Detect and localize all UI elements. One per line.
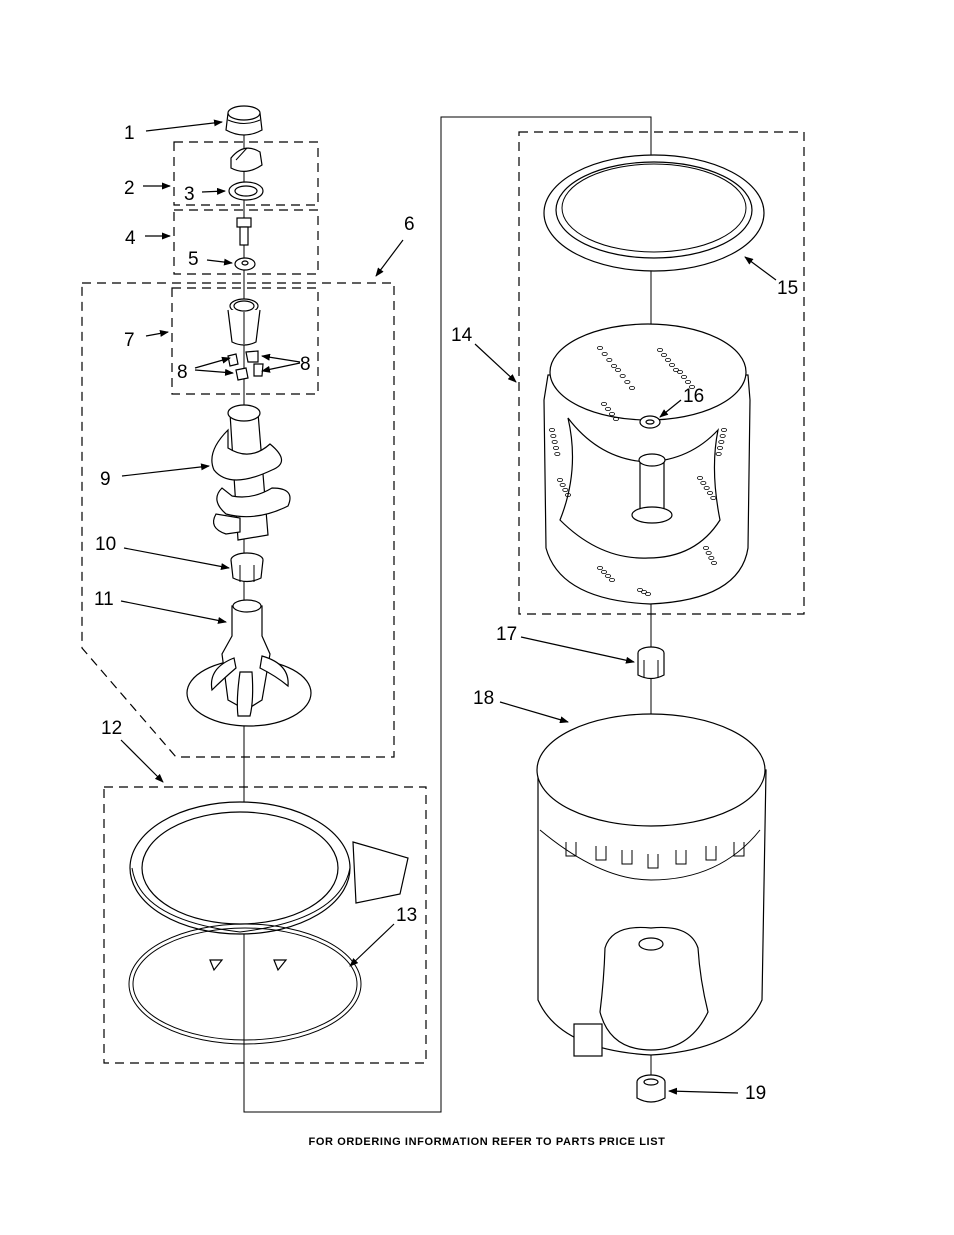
callout-16: 16 (683, 386, 704, 407)
tub-tabs (565, 842, 745, 869)
callout-14: 14 (451, 325, 473, 346)
part-clamp-ring (128, 923, 362, 1045)
part-drain-fitting (636, 1074, 666, 1103)
part-cap (225, 105, 263, 136)
part-washer (234, 257, 256, 271)
part-clutch (230, 552, 264, 583)
group-box-12 (103, 786, 427, 1064)
callout-labels: 1 2 3 4 5 6 7 8 8 9 10 11 12 13 14 15 16… (94, 123, 798, 1104)
callout-4: 4 (125, 228, 136, 249)
part-balance-ring (543, 154, 765, 272)
callout-18: 18 (473, 688, 494, 709)
callout-17: 17 (496, 624, 517, 645)
part-bushing (637, 646, 665, 680)
callout-9: 9 (100, 469, 111, 490)
group-box-14 (518, 131, 805, 615)
callout-5: 5 (188, 249, 199, 270)
callout-6: 6 (404, 214, 415, 235)
callout-1: 1 (124, 123, 135, 144)
part-outer-tub (536, 713, 767, 1057)
part-dogs (227, 350, 264, 381)
basket-holes (549, 345, 728, 597)
callout-19: 19 (745, 1083, 766, 1104)
leader-lines (120, 119, 777, 1095)
group-box-6 (81, 282, 395, 758)
part-seal (639, 415, 661, 429)
group-boxes (81, 131, 805, 1064)
callout-2: 2 (124, 178, 135, 199)
part-bolt (236, 217, 252, 246)
part-cover (230, 147, 263, 172)
callout-8-right: 8 (300, 354, 311, 375)
callout-11: 11 (94, 589, 114, 610)
group-box-4 (173, 209, 319, 275)
part-tub-ring (129, 801, 409, 972)
part-seal-ring (228, 181, 264, 201)
callout-12: 12 (101, 718, 122, 739)
footer-note: FOR ORDERING INFORMATION REFER TO PARTS … (309, 1136, 666, 1148)
part-auger (211, 404, 291, 541)
part-cam (227, 298, 261, 346)
callout-8-left: 8 (177, 362, 188, 383)
callout-15: 15 (777, 278, 798, 299)
callout-13: 13 (396, 905, 417, 926)
part-agitator-base (186, 599, 312, 727)
callout-10: 10 (95, 534, 116, 555)
callout-3: 3 (184, 184, 195, 205)
group-box-2 (173, 141, 319, 206)
group-box-7 (171, 287, 319, 395)
part-basket (543, 323, 751, 605)
callout-7: 7 (124, 330, 135, 351)
